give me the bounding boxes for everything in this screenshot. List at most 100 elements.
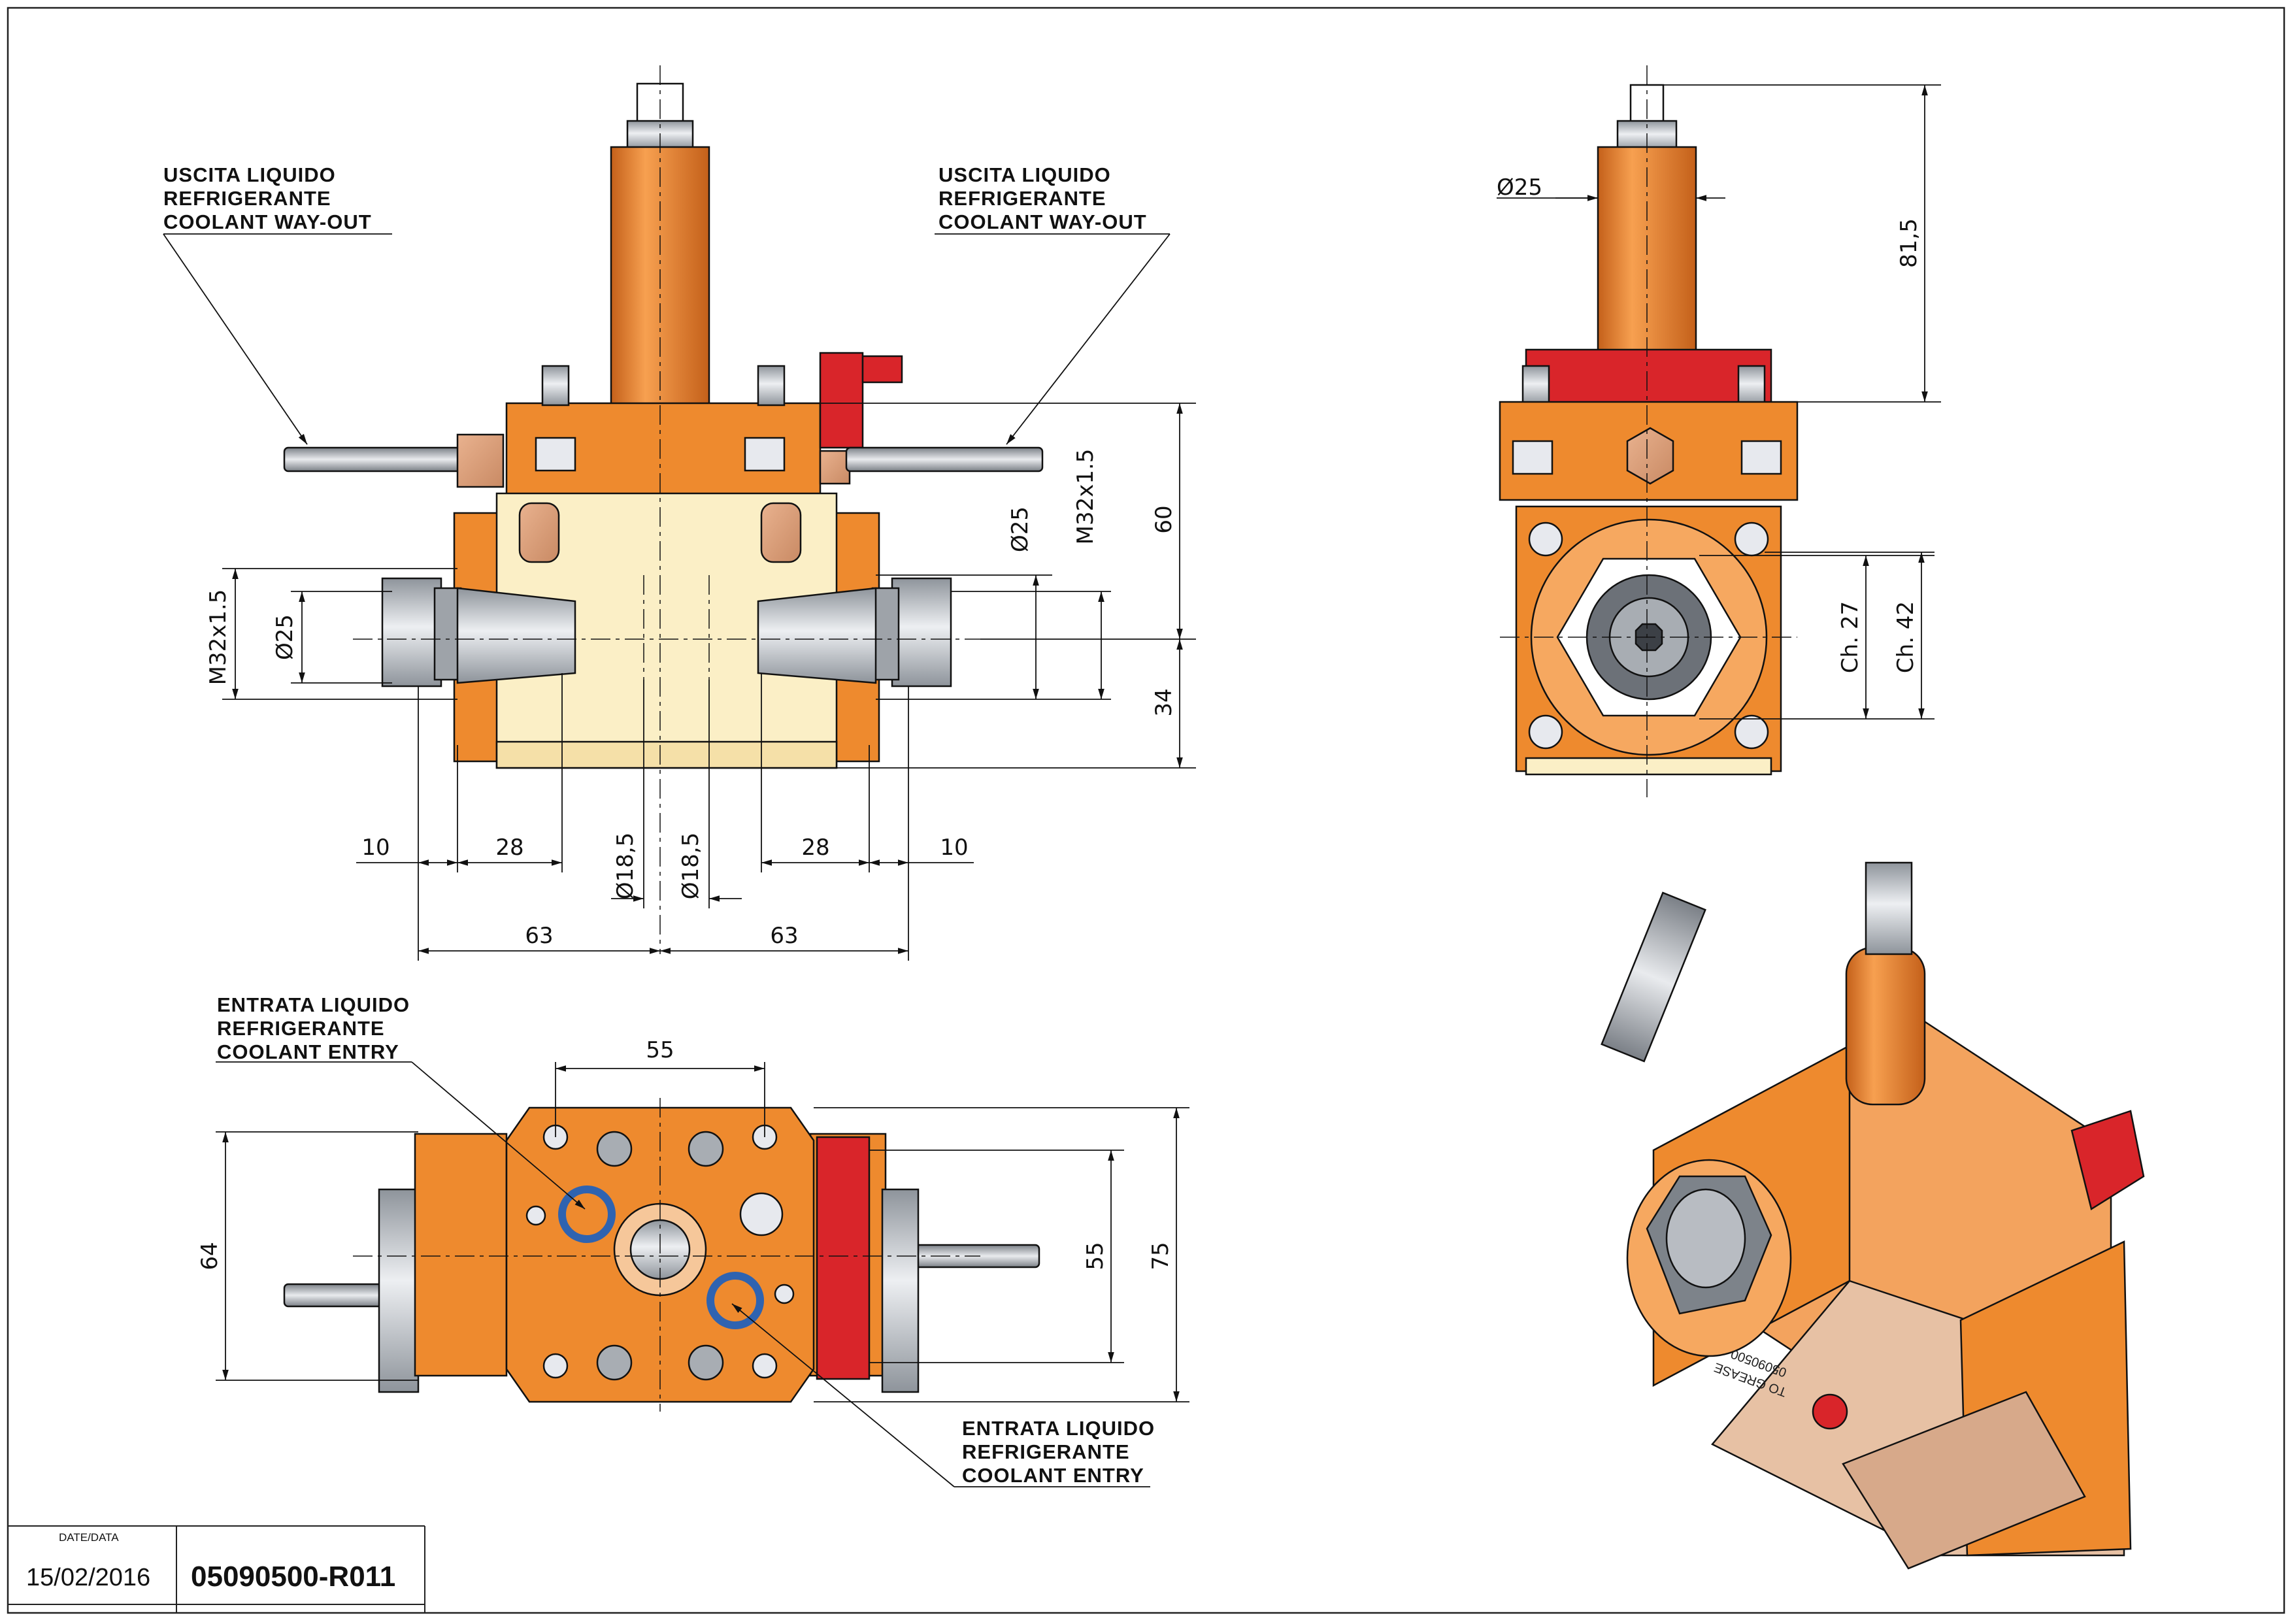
top-bolt-1 [596,1131,633,1167]
note-line: REFRIGERANTE [163,187,331,210]
red-clamp [819,352,864,449]
dowel-left [518,502,560,563]
stud-left [541,365,570,406]
dim-side-d25: Ø25 [1497,174,1542,201]
front-dimension-texts: M32x1.5 Ø25 Ø25 M32x1.5 60 34 10 28 Ø18,… [205,449,1177,949]
flange-pocket-right [744,437,786,472]
dim-height-34: 34 [1151,688,1177,716]
title-block-frame [8,1525,425,1613]
side-bolt-tl [1528,522,1563,557]
iso-window [1842,1391,2086,1570]
side-pocket-left [1512,440,1553,475]
dim-side-ch42: Ch. 42 [1893,601,1919,673]
top-centerlines [353,1098,980,1412]
note-line: REFRIGERANTE [938,187,1106,210]
iso-pipe [1601,891,1706,1063]
side-pocket-right [1740,440,1782,475]
dim-d18-left: Ø18,5 [612,833,639,899]
dim-height-60: 60 [1151,505,1177,533]
front-dimension-lines [222,403,1196,961]
dim-m32-left: M32x1.5 [205,589,231,686]
note-coolant-outlet-left: USCITA LIQUIDO REFRIGERANTE COOLANT WAY-… [163,163,372,234]
top-screw-5 [525,1205,546,1226]
collet-nut-left-ring [433,587,462,681]
side-red-clamp [1525,348,1772,406]
note-line: USCITA LIQUIDO [938,163,1111,186]
red-clamp-bolt [861,355,903,384]
isometric-view: TO GREASE 05090500 [1601,861,2145,1570]
dim-width-10-left: 10 [361,835,390,861]
dim-width-28-left: 28 [495,835,523,861]
side-housing-base [1525,757,1772,776]
top-dimension-texts: 55 64 55 75 [197,1037,1174,1270]
top-bolt-2 [688,1131,724,1167]
top-bolt-4 [688,1344,724,1381]
dim-side-81: 81,5 [1896,218,1922,268]
iso-grease-button [1812,1393,1848,1430]
top-screw-6 [774,1284,795,1304]
flange-pocket-left [535,437,576,472]
entry-leaders [216,1061,1150,1487]
sheet-border [7,7,2285,1614]
top-grease-nipple [739,1192,784,1236]
date-label: DATE/DATA [59,1531,119,1544]
side-view [1499,84,1799,776]
note-coolant-entry-top: ENTRATA LIQUIDO REFRIGERANTE COOLANT ENT… [217,993,410,1064]
dim-side-ch27: Ch. 27 [1837,601,1863,673]
note-line: COOLANT WAY-OUT [938,210,1147,233]
note-coolant-entry-bottom: ENTRATA LIQUIDO REFRIGERANTE COOLANT ENT… [962,1417,1155,1487]
dim-top-75: 75 [1148,1242,1174,1270]
iso-shaft [1845,946,1926,1106]
side-stud-left [1521,365,1550,406]
side-stud-right [1737,365,1766,406]
collet-taper-left [456,587,576,684]
side-dimension-texts: Ø25 81,5 Ch. 27 Ch. 42 [1497,174,1922,673]
note-line: REFRIGERANTE [962,1440,1130,1463]
side-dimension-lines [1497,84,1941,720]
dim-width-28-right: 28 [801,835,829,861]
side-centerlines [1500,65,1797,797]
top-oring-left [558,1185,616,1243]
iso-collet [1665,1188,1746,1289]
dim-d18-right: Ø18,5 [678,833,704,899]
top-bolt-3 [596,1344,633,1381]
iso-red-clamp [2070,1110,2145,1210]
top-side-block-left [414,1133,508,1377]
top-dimension-lines [216,1062,1189,1402]
coolant-pipe-right [845,446,1044,472]
note-line: ENTRATA LIQUIDO [962,1417,1155,1440]
front-centerlines [353,65,980,954]
side-grease-nipple [1626,427,1674,485]
note-line: COOLANT WAY-OUT [163,210,372,233]
dowel-right [760,502,802,563]
dim-d25-right: Ø25 [1007,506,1033,552]
side-bolt-br [1734,714,1769,750]
drawing-code: 05090500-R011 [191,1561,396,1593]
top-screw-3 [542,1353,569,1379]
dim-top-55-v: 55 [1082,1242,1108,1270]
collet-taper-right [757,587,877,684]
dim-m32-right: M32x1.5 [1072,449,1099,545]
side-bolt-tr [1734,522,1769,557]
dim-top-64: 64 [197,1242,223,1270]
dim-width-10-right: 10 [940,835,968,861]
housing-bottom [495,740,838,769]
collet-nut-right [891,577,952,688]
note-line: USCITA LIQUIDO [163,163,336,186]
outlet-leaders [163,233,1171,445]
coolant-fitting-left [456,433,505,488]
top-screw-4 [752,1353,778,1379]
coolant-fitting-right [819,450,851,485]
front-view [283,82,1044,769]
note-coolant-outlet-right: USCITA LIQUIDO REFRIGERANTE COOLANT WAY-… [938,163,1147,234]
stud-right [757,365,786,406]
top-collet-right [881,1188,920,1393]
top-red-clamp [816,1136,871,1380]
top-view [283,1106,1040,1403]
drawing-date: 15/02/2016 [26,1564,151,1591]
note-line: REFRIGERANTE [217,1017,385,1040]
dim-d25-left: Ø25 [272,614,298,660]
dim-width-63-left: 63 [525,923,553,949]
